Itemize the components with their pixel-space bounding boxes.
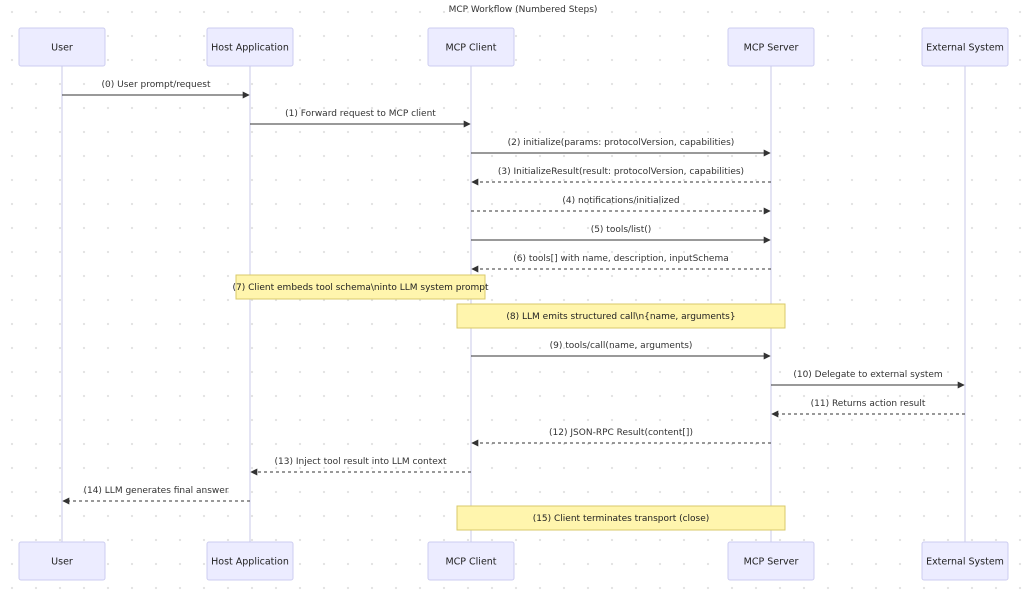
- message-label: (6) tools[] with name, description, inpu…: [513, 254, 729, 264]
- sequence-steps: (0) User prompt/request (1) Forward reque…: [62, 80, 965, 531]
- participant-client-bottom: MCP Client: [427, 541, 515, 581]
- participant-server-bottom: MCP Server: [727, 541, 815, 581]
- participant-label: User: [51, 557, 73, 568]
- participant-host-top: Host Application: [206, 27, 294, 67]
- note-box: [456, 505, 786, 531]
- message-step: (5) tools/list(): [471, 225, 771, 244]
- participant-client-top: MCP Client: [427, 27, 515, 67]
- participant-label: Host Application: [211, 43, 289, 54]
- message-step: (10) Delegate to external system: [771, 370, 965, 389]
- message-label: (14) LLM generates final answer: [83, 486, 228, 496]
- message-label: (5) tools/list(): [591, 225, 652, 235]
- message-step: (4) notifications/initialized: [471, 196, 771, 215]
- message-label: (11) Returns action result: [811, 399, 926, 409]
- message-step: (0) User prompt/request: [62, 80, 250, 99]
- participant-external-bottom: External System: [921, 541, 1009, 581]
- message-label: (3) InitializeResult(result: protocolVer…: [498, 167, 744, 177]
- participant-user-top: User: [18, 27, 106, 67]
- note-step: (15) Client terminates transport (close): [456, 505, 786, 531]
- note-label: (7) Client embeds tool schema\ninto LLM …: [232, 283, 488, 293]
- participant-label: MCP Client: [445, 557, 496, 568]
- message-label: (4) notifications/initialized: [562, 196, 679, 206]
- participant-user-bottom: User: [18, 541, 106, 581]
- participant-external-top: External System: [921, 27, 1009, 67]
- note-box: [456, 303, 786, 329]
- message-label: (0) User prompt/request: [102, 80, 211, 90]
- message-label: (1) Forward request to MCP client: [285, 109, 436, 119]
- participant-label: MCP Client: [445, 43, 496, 54]
- participant-server-top: MCP Server: [727, 27, 815, 67]
- message-step: (14) LLM generates final answer: [62, 486, 250, 505]
- note-step: (7) Client embeds tool schema\ninto LLM …: [232, 274, 489, 300]
- participant-label: MCP Server: [744, 43, 799, 54]
- participant-host-bottom: Host Application: [206, 541, 294, 581]
- message-step: (3) InitializeResult(result: protocolVer…: [471, 167, 771, 186]
- message-step: (12) JSON-RPC Result(content[]): [471, 428, 771, 447]
- message-label: (13) Inject tool result into LLM context: [275, 457, 447, 467]
- note-label: (8) LLM emits structured call\n{name, ar…: [506, 312, 735, 322]
- message-step: (2) initialize(params: protocolVersion, …: [471, 138, 771, 157]
- participant-label: MCP Server: [744, 557, 799, 568]
- message-label: (10) Delegate to external system: [793, 370, 942, 380]
- message-step: (9) tools/call(name, arguments): [471, 341, 771, 360]
- message-label: (12) JSON-RPC Result(content[]): [549, 428, 693, 438]
- message-step: (6) tools[] with name, description, inpu…: [471, 254, 771, 273]
- diagram-title: MCP Workflow (Numbered Steps): [449, 5, 598, 15]
- participant-label: User: [51, 43, 73, 54]
- message-step: (13) Inject tool result into LLM context: [250, 457, 471, 476]
- message-label: (2) initialize(params: protocolVersion, …: [508, 138, 735, 148]
- note-step: (8) LLM emits structured call\n{name, ar…: [456, 303, 786, 329]
- message-step: (11) Returns action result: [771, 399, 965, 418]
- note-box: [235, 274, 486, 300]
- participant-label: External System: [926, 43, 1004, 54]
- message-label: (9) tools/call(name, arguments): [550, 341, 693, 351]
- note-label: (15) Client terminates transport (close): [533, 514, 710, 524]
- message-step: (1) Forward request to MCP client: [250, 109, 471, 128]
- participant-label: External System: [926, 557, 1004, 568]
- participant-label: Host Application: [211, 557, 289, 568]
